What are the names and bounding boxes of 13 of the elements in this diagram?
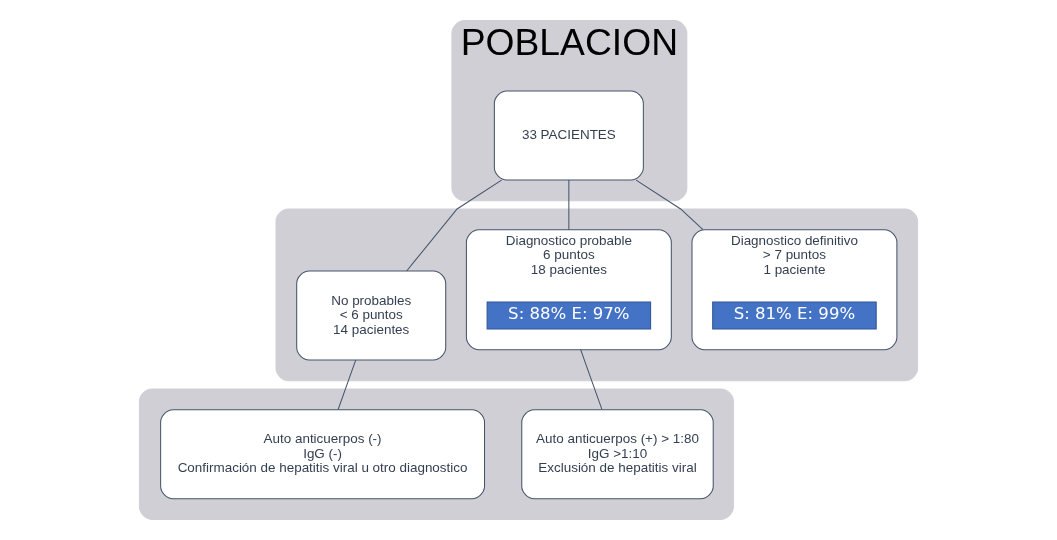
connector: [337, 359, 357, 411]
node-box: Auto anticuerpos (+) > 1:80 IgG >1:10 Exclusión de hepatitis viral: [521, 409, 714, 500]
node-box: S: 88% E: 97%: [486, 301, 652, 330]
node-box: Auto anticuerpos (-) IgG (-) Confirmación de hepatitis viral u otro diagnostico: [160, 409, 486, 500]
node-box: No probables < 6 puntos 14 pacientes: [296, 270, 447, 361]
connector: [568, 179, 570, 231]
cluster: [138, 388, 734, 520]
cluster: [275, 208, 919, 382]
node-box: 33 PACIENTES: [493, 90, 644, 181]
connector: [406, 179, 503, 272]
node-box: S: 81% E: 99%: [712, 301, 877, 330]
connector: [580, 349, 603, 410]
connector: [635, 179, 704, 231]
